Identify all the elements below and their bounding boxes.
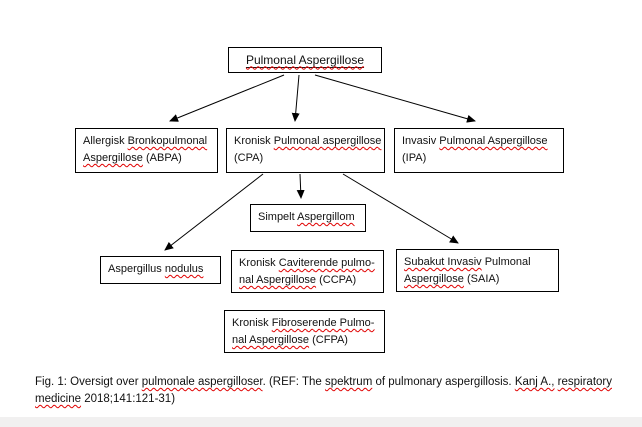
label-segment: Invasiv [402, 135, 440, 147]
label-segment: Pulmonal [481, 256, 531, 268]
arrow-cpa-nodulus [164, 173, 264, 251]
caption-segment: spektrum [324, 376, 373, 388]
node-ipa: Invasiv Pulmonal Aspergillose (IPA) [394, 128, 564, 173]
node-label-line: Aspergillose (SAIA) [404, 271, 551, 288]
label-segment: (CFPA) [309, 334, 348, 346]
label-segment: Pulmonal Aspergillose [439, 135, 548, 147]
node-label-line: Aspergillose (ABPA) [83, 150, 210, 167]
node-pulmonal-aspergillose: Pulmonal Aspergillose [228, 47, 382, 73]
arrow-cpa-simpelt [296, 173, 305, 199]
label-segment: Kronisk [232, 317, 272, 329]
node-ccpa: Kronisk Caviterende pulmo- nal Aspergill… [231, 250, 384, 293]
label-segment: Aspergillus [108, 263, 165, 275]
node-cfpa: Kronisk Fibroserende Pulmo- nal Aspergil… [224, 310, 385, 353]
caption-segment: of pulmonary aspergillosis. [372, 376, 515, 388]
label-segment: Aspergillose [83, 152, 143, 164]
node-label-line: nal Aspergillose (CCPA) [239, 272, 376, 289]
label-segment: Simpelt [258, 211, 298, 223]
caption-segment: respiratory medicine [35, 376, 612, 405]
node-abpa: Allergisk Bronkopulmonal Aspergillose (A… [75, 128, 218, 173]
label-segment: Aspergillose [404, 273, 464, 285]
label-segment: Allergisk [83, 135, 128, 147]
node-label-line: Kronisk Pulmonal aspergillose [234, 133, 381, 150]
label-segment: Caviterende pulmo- [278, 257, 375, 269]
node-saia: Subakut Invasiv Pulmonal Aspergillose (S… [396, 249, 559, 292]
label-segment: (IPA) [402, 152, 427, 164]
caption-segment: 2018;141:121-31) [81, 393, 176, 405]
label-segment: (SAIA) [463, 273, 500, 285]
label-segment: nodulus [164, 263, 204, 275]
label-segment: Aspergillom [297, 211, 355, 223]
label-segment: Kronisk [234, 135, 274, 147]
arrow-root-abpa [169, 74, 285, 122]
node-label-line: (CPA) [234, 150, 377, 167]
caption-segment: Fig. 1: Oversigt over [35, 376, 142, 388]
node-label-line: Kronisk Caviterende pulmo- [239, 255, 376, 272]
label-segment: (ABPA) [142, 152, 182, 164]
label-segment: nal Aspergillose [232, 334, 310, 346]
figure-caption: Fig. 1: Oversigt over pulmonale aspergil… [35, 374, 615, 408]
caption-segment: . (REF: The [262, 376, 325, 388]
arrow-root-ipa [314, 74, 476, 123]
label-segment: (CPA) [234, 152, 264, 164]
node-label-line: (IPA) [402, 150, 556, 167]
label-segment: (CCPA) [316, 274, 357, 286]
window-edge [0, 417, 642, 427]
node-label-line: Subakut Invasiv Pulmonal [404, 254, 551, 271]
node-simpelt-aspergillom: Simpelt Aspergillom [250, 204, 366, 232]
node-label-line: Simpelt Aspergillom [258, 209, 358, 226]
arrow-root-cpa [291, 74, 300, 122]
label-segment: Pulmonal Aspergillose [245, 52, 365, 67]
node-label-line: Kronisk Fibroserende Pulmo- [232, 315, 377, 332]
node-cpa: Kronisk Pulmonal aspergillose (CPA) [226, 128, 385, 173]
node-label-line: Allergisk Bronkopulmonal [83, 133, 210, 150]
label-segment: Kronisk [239, 257, 279, 269]
node-label-line: Invasiv Pulmonal Aspergillose [402, 133, 556, 150]
label-segment: nal Aspergillose [239, 274, 317, 286]
label-segment: Subakut Invasiv [404, 256, 482, 268]
node-label-line: Aspergillus nodulus [108, 261, 213, 278]
label-segment: Pulmonal aspergillose [273, 135, 382, 147]
node-aspergillus-nodulus: Aspergillus nodulus [100, 256, 221, 284]
label-segment: Fibroserende Pulmo- [271, 317, 375, 329]
caption-segment: Kanj A., [514, 376, 555, 388]
node-label: Pulmonal Aspergillose [246, 52, 364, 69]
caption-segment: pulmonale aspergilloser [141, 376, 263, 388]
label-segment: Bronkopulmonal [127, 135, 208, 147]
node-label-line: nal Aspergillose (CFPA) [232, 332, 377, 349]
